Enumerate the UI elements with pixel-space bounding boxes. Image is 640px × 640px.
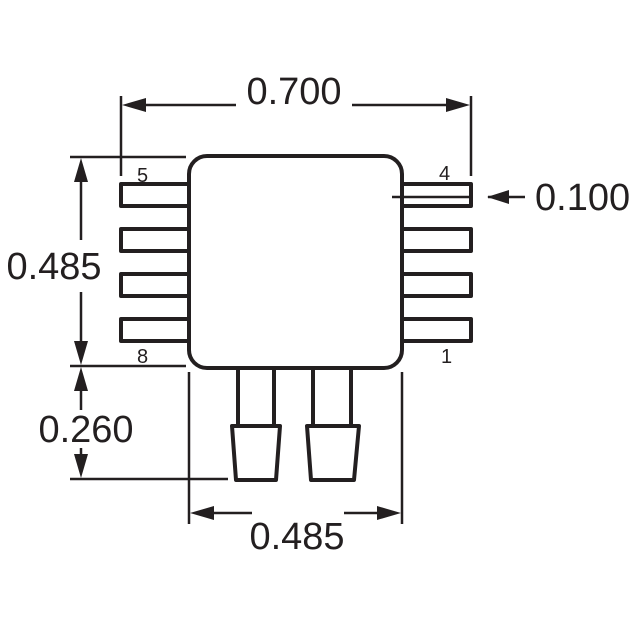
port-right-barb <box>305 424 361 482</box>
body-width-label: 0.485 <box>249 516 344 558</box>
lead-pin-6 <box>119 227 195 253</box>
lead-pin-5 <box>119 182 195 208</box>
dimension-body-width: 0.485 <box>187 372 404 558</box>
pin-label-8: 8 <box>137 346 148 368</box>
port-left-stem <box>236 364 276 428</box>
dimension-overall-width: 0.700 <box>119 71 473 176</box>
arrowhead <box>74 454 88 478</box>
arrowhead <box>446 98 470 112</box>
pin-label-5: 5 <box>137 165 148 187</box>
port-right-stem <box>311 364 353 428</box>
arrowhead <box>487 190 509 204</box>
lead-pin-2 <box>396 272 473 298</box>
lead-pin-7 <box>119 272 195 298</box>
arrowhead <box>74 341 88 365</box>
body-height-label: 0.485 <box>6 246 101 288</box>
arrowhead <box>122 98 146 112</box>
lead-pin-4 <box>396 182 473 208</box>
arrowhead <box>74 158 88 182</box>
pin-label-1: 1 <box>441 346 452 368</box>
lead-pin-3 <box>396 227 473 253</box>
arrowhead <box>377 506 401 520</box>
arrowhead <box>190 506 214 520</box>
right-leads <box>396 182 473 343</box>
lead-pin-1 <box>396 317 473 343</box>
pressure-ports <box>230 364 361 482</box>
dimension-lead-width: 0.100 <box>392 177 630 219</box>
dimension-port-length: 0.260 <box>38 367 228 481</box>
arrowhead <box>74 367 88 391</box>
left-leads <box>119 182 195 343</box>
port-length-label: 0.260 <box>38 409 133 451</box>
lead-pin-8 <box>119 317 195 343</box>
package-body <box>187 154 404 370</box>
dimension-body-height: 0.485 <box>6 155 186 368</box>
pin-labels: 5 4 8 1 <box>137 163 452 368</box>
pin-label-4: 4 <box>439 163 450 185</box>
lead-width-label: 0.100 <box>535 177 630 219</box>
port-left-barb <box>230 424 282 482</box>
overall-width-label: 0.700 <box>246 71 341 113</box>
